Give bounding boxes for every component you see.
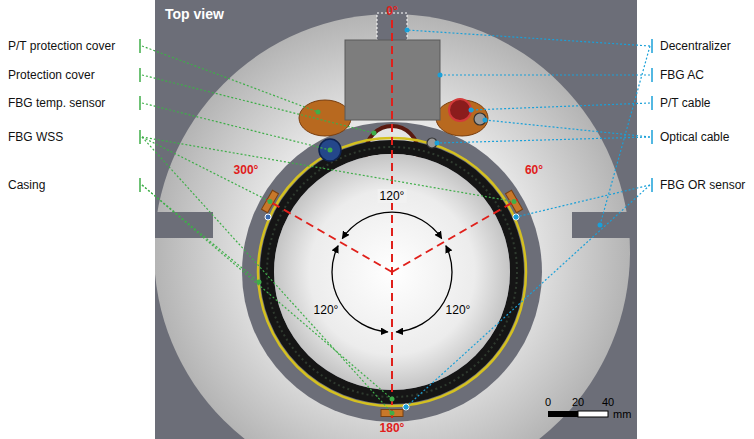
scale-label: 0 (545, 395, 551, 409)
part-label: FBG WSS (8, 130, 63, 144)
part-label: Optical cable (660, 130, 729, 144)
part-label: Decentralizer (660, 39, 731, 53)
centralizer-ring (155, 14, 630, 439)
angle-label: 120° (378, 189, 407, 203)
fbg-or-sensor (513, 214, 519, 220)
decentralizer-slot (572, 212, 637, 238)
part-label: FBG OR sensor (660, 178, 745, 192)
angle-label: 120° (314, 303, 339, 317)
part-label: FBG AC (660, 68, 704, 82)
angle-mark: 300° (234, 163, 259, 177)
fbg-wss (261, 190, 278, 213)
angle-label: 120° (446, 303, 471, 317)
fbg-or-sensor (403, 404, 409, 410)
scale-bar (578, 411, 608, 417)
angle-arcs (332, 212, 452, 332)
reference-lines (266, 20, 517, 420)
right-leader-dots (404, 28, 603, 410)
left-brackets (139, 39, 141, 192)
scale-unit: mm (613, 407, 631, 421)
decentralizer-slot (155, 212, 213, 238)
left-leader-dots (257, 110, 517, 416)
view-title: Top view (165, 7, 224, 21)
fbg-wss (505, 190, 522, 213)
scale-label: 40 (602, 395, 614, 409)
angle-mark: 0° (386, 4, 397, 18)
fbg-temp-sensor (319, 139, 341, 161)
part-label: P/T protection cover (8, 39, 115, 53)
part-label: FBG temp. sensor (8, 96, 105, 110)
left-leaders (142, 46, 514, 413)
right-leaders (406, 30, 650, 407)
fbg-or-sensor (265, 214, 271, 220)
pt-protection-cover (436, 100, 488, 136)
scale-bar (548, 411, 578, 417)
pt-cable (449, 99, 471, 121)
pt-protection-cover (299, 100, 351, 136)
part-label: P/T cable (660, 96, 710, 110)
part-label: Casing (8, 178, 45, 192)
angle-mark: 60° (525, 163, 543, 177)
angle-mark: 180° (380, 421, 405, 435)
scale-label: 20 (572, 395, 584, 409)
part-label: Protection cover (8, 68, 95, 82)
right-brackets (651, 39, 653, 192)
fbg-wss (381, 410, 403, 417)
